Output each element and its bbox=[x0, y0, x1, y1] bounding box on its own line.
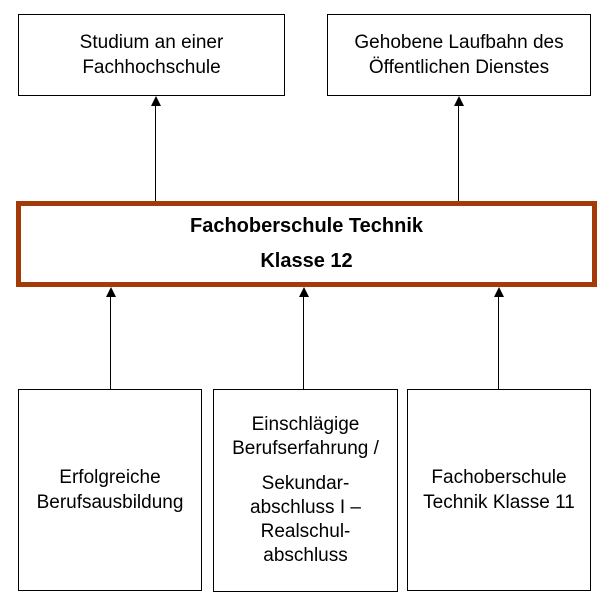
node-text-line: Fachoberschule bbox=[431, 467, 567, 488]
arrow-fos12-to-studium bbox=[150, 96, 161, 201]
arrow-up-icon bbox=[493, 287, 504, 297]
node-text-line: Fachhochschule bbox=[82, 57, 221, 78]
node-studium-fachhochschule: Studium an einer Fachhochschule bbox=[18, 14, 285, 96]
node-text-line: Öffentlichen Dienstes bbox=[368, 57, 550, 78]
arrow-berufsausbildung-to-fos12 bbox=[105, 287, 116, 389]
node-text-line: Realschul- bbox=[260, 521, 351, 542]
node-paragraph: Sekundar- abschluss I – Realschul- absch… bbox=[250, 472, 361, 568]
node-text-line: Erfolgreiche bbox=[59, 467, 161, 488]
arrow-fos12-to-laufbahn bbox=[453, 96, 464, 201]
arrow-shaft bbox=[109, 297, 112, 389]
node-text-line: abschluss I – bbox=[250, 497, 361, 518]
arrow-up-icon bbox=[453, 96, 464, 106]
node-text-line: Berufsausbildung bbox=[36, 492, 184, 513]
node-fachoberschule-klasse-11: Fachoberschule Technik Klasse 11 bbox=[407, 389, 591, 591]
arrow-shaft bbox=[154, 106, 157, 201]
arrow-shaft bbox=[302, 297, 305, 389]
node-text-line: Einschlägige bbox=[251, 414, 360, 435]
node-fachoberschule-klasse-12: Fachoberschule Technik Klasse 12 bbox=[16, 201, 597, 287]
arrow-up-icon bbox=[105, 287, 116, 297]
arrow-fos11-to-fos12 bbox=[493, 287, 504, 389]
node-text-line: Fachoberschule Technik bbox=[189, 215, 424, 237]
node-text-line: abschluss bbox=[263, 545, 348, 566]
arrow-shaft bbox=[497, 297, 500, 389]
arrow-up-icon bbox=[298, 287, 309, 297]
arrow-shaft bbox=[457, 106, 460, 201]
node-gehobene-laufbahn: Gehobene Laufbahn des Öffentlichen Diens… bbox=[327, 14, 591, 96]
node-text-line: Klasse 12 bbox=[260, 250, 353, 272]
node-paragraph: Einschlägige Berufserfahrung / bbox=[232, 413, 379, 461]
node-text-line: Sekundar- bbox=[261, 473, 350, 494]
node-text-line: Berufserfahrung / bbox=[232, 438, 379, 459]
node-erfolgreiche-berufsausbildung: Erfolgreiche Berufsausbildung bbox=[18, 389, 202, 591]
node-text-line: Technik Klasse 11 bbox=[423, 492, 575, 513]
arrow-up-icon bbox=[150, 96, 161, 106]
node-text-line: Studium an einer bbox=[79, 32, 224, 53]
node-text-line: Gehobene Laufbahn des bbox=[354, 32, 564, 53]
node-berufserfahrung-sekundarabschluss: Einschlägige Berufserfahrung / Sekundar-… bbox=[213, 389, 398, 592]
arrow-berufserfahrung-to-fos12 bbox=[298, 287, 309, 389]
